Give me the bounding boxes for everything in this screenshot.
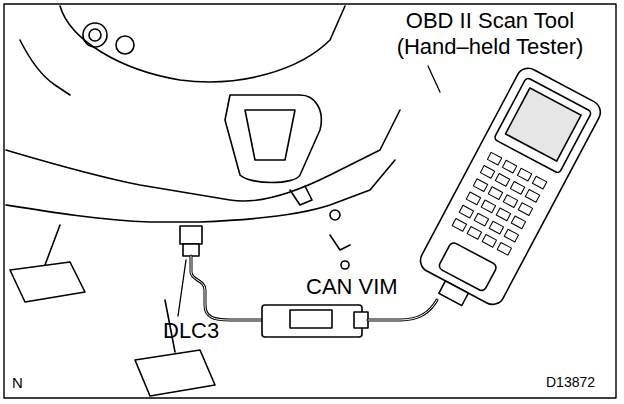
dlc3-connector: [180, 226, 202, 244]
cable: [191, 256, 265, 320]
steering-wheel: [60, 6, 345, 82]
figure-number: D13872: [546, 374, 595, 391]
can-vim-window: [290, 310, 332, 328]
scan-tool-bezel: [494, 77, 592, 174]
dashboard-edge: [6, 110, 400, 201]
leader-line: [178, 260, 186, 316]
pedal: [135, 350, 215, 396]
bracket: [330, 235, 350, 250]
knob: [116, 36, 134, 54]
part-label: CAN VIM: [306, 274, 398, 300]
part-label: DLC3: [163, 318, 219, 344]
cable: [368, 300, 437, 320]
bolt: [330, 210, 340, 220]
knob: [89, 29, 101, 41]
scan-tool-body: [416, 64, 604, 309]
cable: [191, 256, 265, 320]
view-mark: N: [12, 374, 23, 392]
can-vim-plug: [354, 312, 368, 328]
leader-line: [428, 66, 440, 92]
frame: [4, 4, 616, 398]
pedal: [10, 262, 85, 302]
column-cover: [245, 110, 295, 160]
bracket: [290, 186, 312, 205]
scan-tool-port: [439, 281, 469, 306]
lever: [20, 40, 70, 95]
dashboard-lower: [6, 160, 395, 222]
can-vim-box: [262, 305, 362, 337]
scan-tool: [410, 64, 605, 321]
scan-tool-screen: [505, 88, 581, 161]
dlc3-plug: [183, 244, 199, 256]
knob: [83, 23, 107, 47]
pedal-arm: [45, 225, 60, 265]
bolt: [341, 261, 349, 269]
steering-column: [225, 95, 321, 183]
part-label: OBD II Scan Tool (Hand–held Tester): [381, 8, 599, 61]
cable: [368, 300, 437, 320]
keypad: [452, 152, 547, 255]
